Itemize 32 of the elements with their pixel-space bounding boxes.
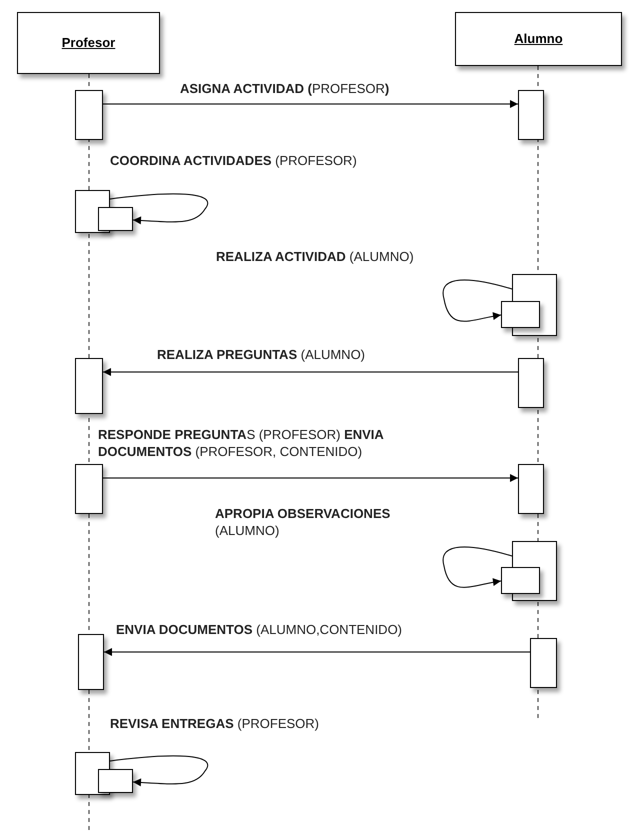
activation-box — [518, 90, 544, 140]
activation-box — [518, 464, 544, 514]
message-label: ASIGNA ACTIVIDAD (PROFESOR) — [180, 80, 390, 97]
self-message-arrow — [110, 755, 208, 786]
participant-name: Profesor — [62, 34, 116, 52]
activation-box — [98, 769, 133, 793]
activation-box — [98, 207, 133, 231]
activation-box — [501, 301, 540, 328]
message-label: REVISA ENTREGAS (PROFESOR) — [110, 715, 320, 732]
lifeline-head-box — [455, 12, 622, 66]
message-arrow — [102, 474, 518, 482]
self-message-arrow — [110, 193, 208, 224]
message-label: REALIZA PREGUNTAS (ALUMNO) — [157, 346, 366, 363]
message-arrow — [102, 100, 518, 108]
activation-box — [78, 634, 104, 690]
message-label: COORDINA ACTIVIDADES (PROFESOR) — [110, 152, 358, 169]
lifeline-head-box — [17, 12, 160, 74]
activation-box — [530, 638, 557, 688]
activation-box — [75, 464, 103, 514]
message-label: REALIZA ACTIVIDAD (ALUMNO) — [216, 248, 415, 265]
activation-box — [501, 567, 540, 594]
activation-box — [75, 358, 103, 414]
message-label: RESPONDE PREGUNTAS (PROFESOR) ENVIA DOCUMENTOS (PROFESOR, CONTENIDO) — [98, 426, 384, 460]
message-label: APROPIA OBSERVACIONES (ALUMNO) — [215, 505, 392, 539]
self-message-arrow — [442, 546, 512, 588]
message-arrow — [102, 368, 518, 376]
message-label: ENVIA DOCUMENTOS (ALUMNO,CONTENIDO) — [116, 621, 404, 638]
activation-box — [518, 358, 544, 408]
participant-name: Alumno — [514, 30, 563, 48]
self-message-arrow — [442, 280, 512, 322]
message-arrow — [104, 648, 530, 656]
activation-box — [75, 90, 103, 140]
